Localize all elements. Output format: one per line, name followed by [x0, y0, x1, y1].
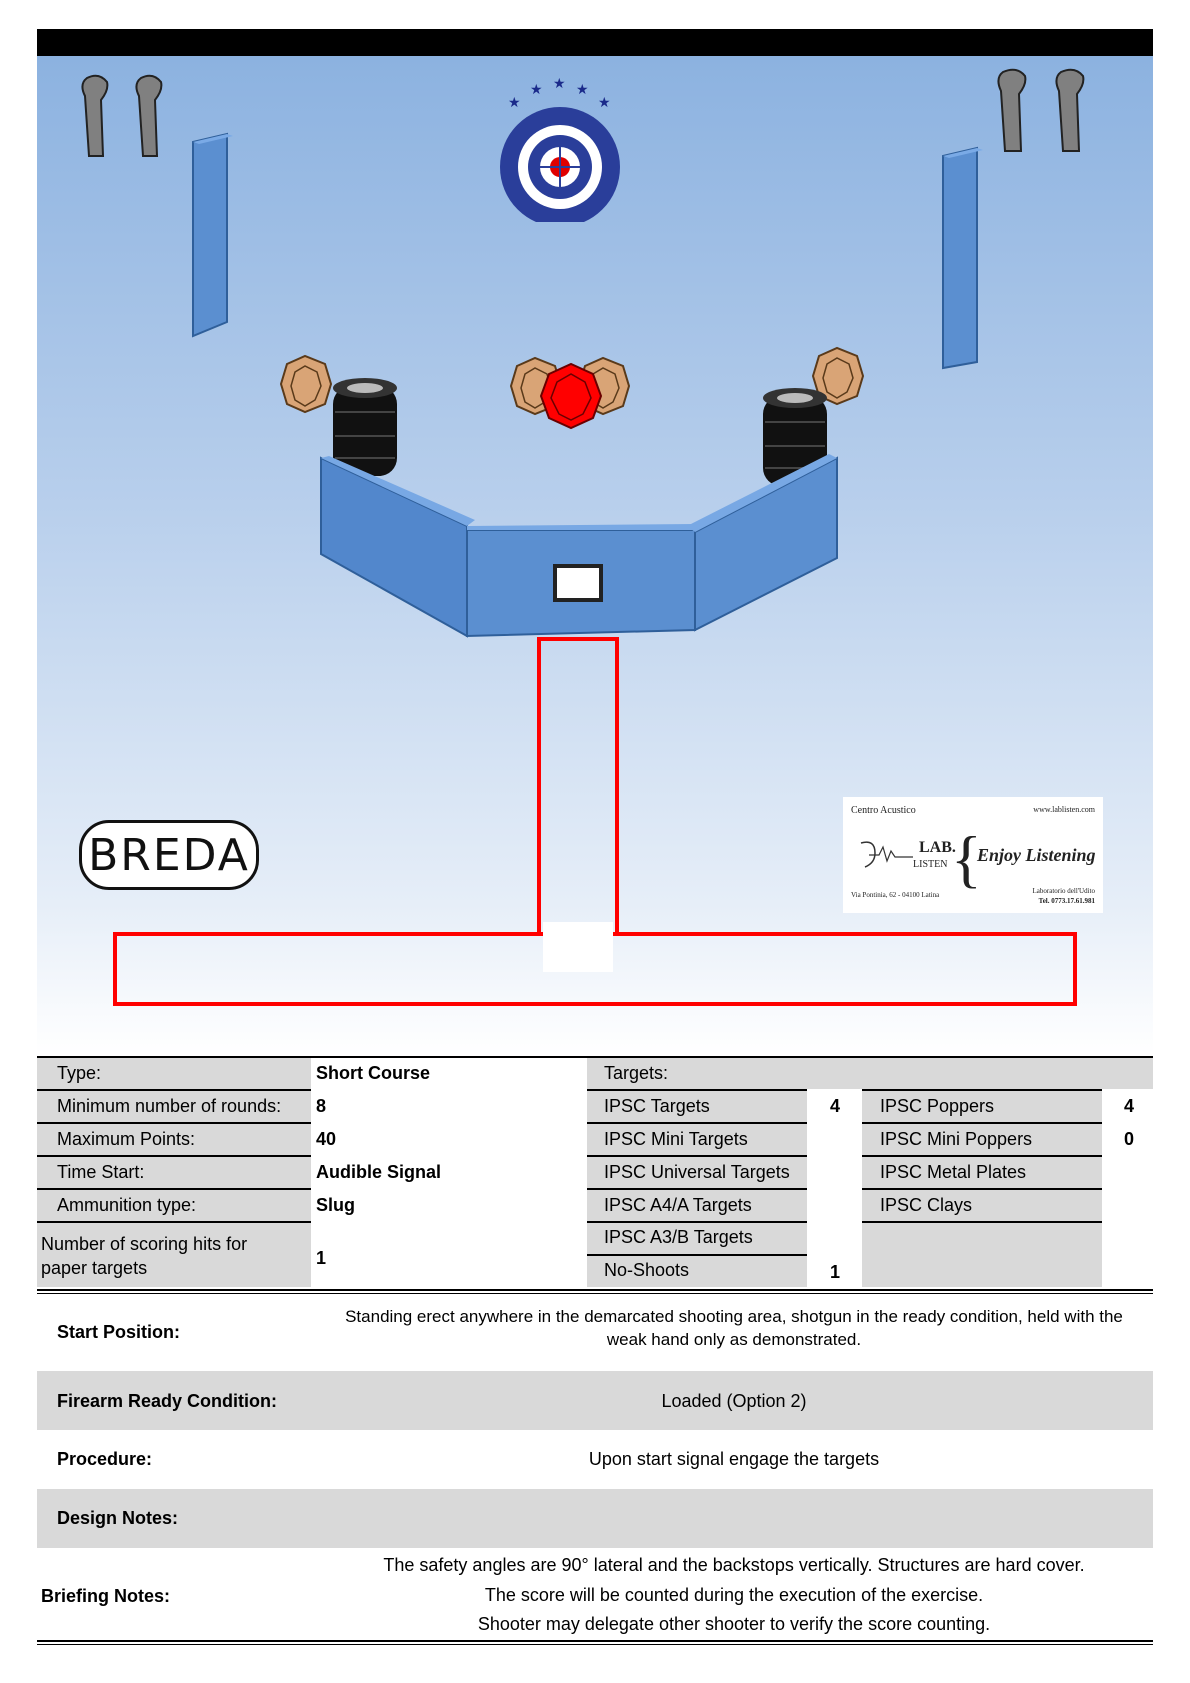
ammo-value: Slug	[316, 1195, 355, 1215]
target-name: IPSC A3/B Targets	[604, 1227, 753, 1247]
target-name: IPSC Metal Plates	[880, 1162, 1027, 1182]
ready-condition-label: Firearm Ready Condition:	[57, 1391, 278, 1411]
star-icon: ★ ★ ★ ★ ★	[508, 75, 611, 110]
breda-logo: BREDA	[79, 820, 259, 890]
hits-label: Number of scoring hits for paper targets	[41, 1234, 248, 1278]
briefing-line: Shooter may delegate other shooter to ve…	[477, 1614, 991, 1634]
sponsor-brace: {	[951, 823, 982, 894]
sponsor-brand-line2: LISTEN	[913, 859, 948, 870]
club-logo: ★ ★ ★ ★ ★	[470, 72, 650, 222]
target-name: IPSC Universal Targets	[604, 1162, 790, 1182]
procedure-text: Upon start signal engage the targets	[588, 1449, 880, 1469]
sponsor-card: Centro Acustico www.lablisten.com LAB. L…	[843, 797, 1103, 913]
type-value: Short Course	[316, 1063, 431, 1083]
rounds-label: Minimum number of rounds:	[57, 1096, 282, 1116]
design-notes-label: Design Notes:	[57, 1508, 179, 1528]
type-label: Type:	[57, 1063, 102, 1083]
target-name: No-Shoots	[604, 1260, 690, 1280]
start-position-label: Start Position:	[57, 1322, 181, 1342]
procedure-label: Procedure:	[57, 1449, 153, 1469]
time-start-value: Audible Signal	[316, 1162, 442, 1182]
time-start-label: Time Start:	[57, 1162, 145, 1182]
ready-condition-text: Loaded (Option 2)	[661, 1391, 807, 1411]
stage-svg	[81, 68, 1085, 1006]
svg-text:★: ★	[508, 94, 521, 110]
sponsor-top-right: www.lablisten.com	[1033, 805, 1095, 814]
popper-icon	[1055, 68, 1085, 152]
target-count: 4	[1124, 1096, 1135, 1116]
svg-text:★: ★	[530, 81, 543, 97]
points-label: Maximum Points:	[57, 1129, 196, 1149]
target-name: IPSC Clays	[880, 1195, 973, 1215]
targets-header: Targets:	[604, 1063, 669, 1083]
start-position-text: Standing erect anywhere in the demarcate…	[345, 1307, 1123, 1349]
target-count: 0	[1124, 1129, 1135, 1149]
port-window	[553, 564, 603, 602]
barricade-wall	[320, 454, 838, 638]
sponsor-addr-left: Via Pontinia, 62 - 04100 Latina	[851, 891, 940, 899]
tire-stack-left	[333, 378, 397, 476]
ipsc-target-icon	[811, 346, 865, 406]
target-name: IPSC Targets	[604, 1096, 710, 1116]
popper-icon	[81, 74, 109, 157]
svg-text:★: ★	[598, 94, 611, 110]
sponsor-brand-line1: LAB.	[919, 839, 956, 856]
target-name: IPSC A4/A Targets	[604, 1195, 752, 1215]
rounds-value: 8	[316, 1096, 327, 1116]
popper-icon	[997, 68, 1027, 152]
svg-text:★: ★	[576, 81, 589, 97]
points-value: 40	[316, 1129, 337, 1149]
popper-icon	[135, 74, 163, 157]
sponsor-addr-right1: Laboratorio dell'Udito	[1032, 887, 1096, 895]
shooting-area	[113, 637, 1077, 1006]
briefing-line: The safety angles are 90° lateral and th…	[383, 1555, 1085, 1575]
hits-value: 1	[316, 1248, 327, 1268]
sponsor-addr-right2: Tel. 0773.17.61.981	[1038, 897, 1095, 905]
target-name: IPSC Mini Targets	[604, 1129, 748, 1149]
stage-diagram: ★ ★ ★ ★ ★ BREDA Centro Acustico www.labl…	[37, 56, 1153, 1054]
target-count: 4	[830, 1096, 841, 1116]
sponsor-ear-icon	[855, 839, 915, 869]
briefing-notes-label: Briefing Notes:	[41, 1586, 171, 1606]
target-count: 1	[830, 1262, 841, 1282]
target-name: IPSC Mini Poppers	[880, 1129, 1033, 1149]
sponsor-slogan: Enjoy Listening	[977, 845, 1096, 865]
top-bar	[37, 29, 1153, 56]
side-wall-left	[192, 132, 233, 338]
ipsc-target-icon	[279, 354, 333, 414]
briefing-line: The score will be counted during the exe…	[484, 1585, 984, 1605]
target-name: IPSC Poppers	[880, 1096, 995, 1116]
sponsor-top-left: Centro Acustico	[851, 805, 916, 816]
svg-text:★: ★	[553, 75, 566, 91]
side-wall-right	[942, 146, 983, 370]
no-shoot-icon	[539, 362, 603, 430]
ammo-label: Ammunition type:	[57, 1195, 197, 1215]
